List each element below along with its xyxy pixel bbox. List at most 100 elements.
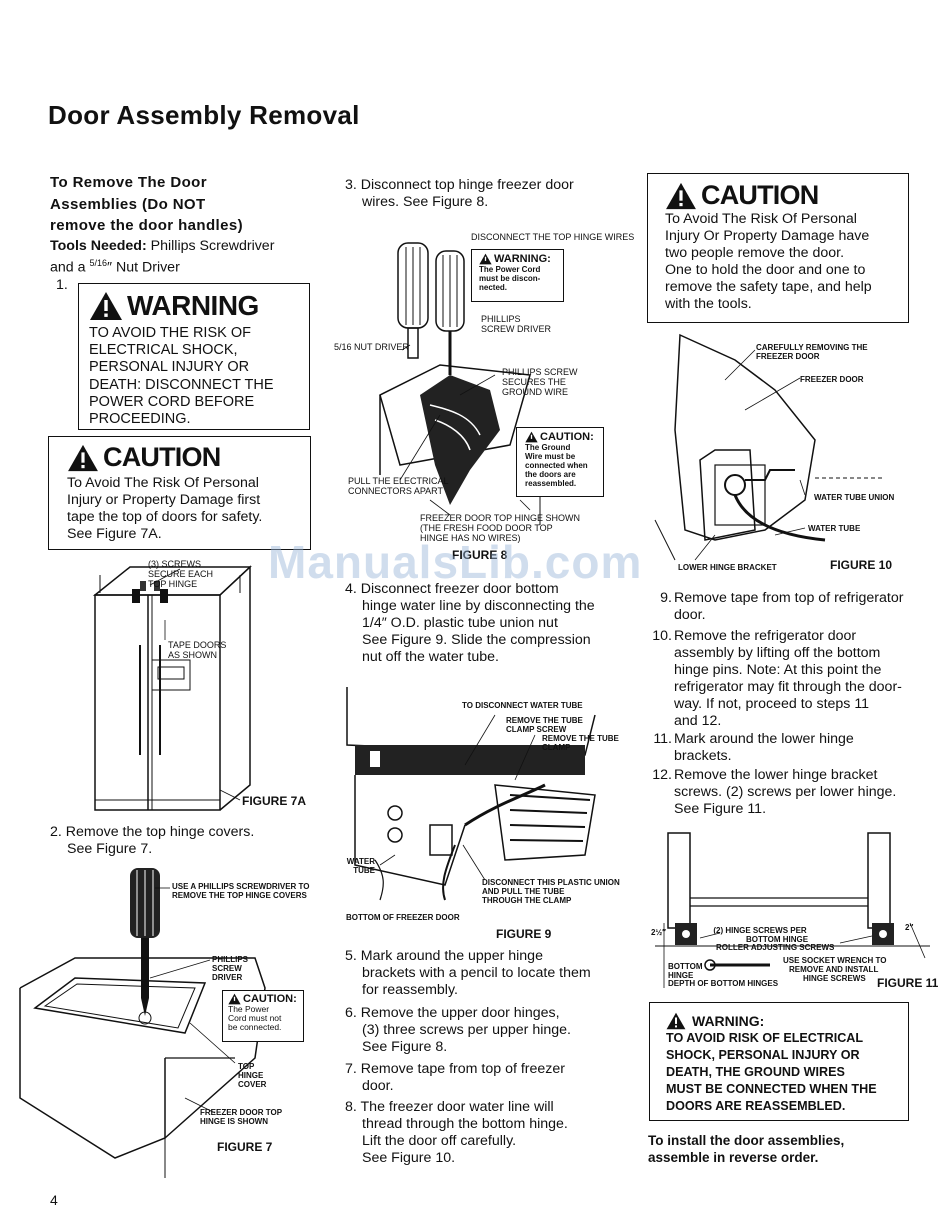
step-line: See Figure 11. [674,801,767,817]
callout-line: TOP [238,1062,255,1071]
caution-box-left: CAUTION To Avoid The Risk Of Personal In… [48,436,311,550]
fig9-callout-water: WATER TUBE [345,857,375,875]
fig8-callout-screw: PHILLIPS SCREW SECURES THE GROUND WIRE [502,367,578,397]
step-11: 11.Mark around the lower hinge brackets. [648,731,853,765]
figure-7a-illustration [92,565,252,811]
step-5: 5. Mark around the upper hinge brackets … [345,948,591,999]
figure-7-illustration [19,868,266,1178]
caution-line: Cord must not [228,1013,282,1023]
fig11-callout-socket: USE SOCKET WRENCH TO REMOVE AND INSTALL … [783,956,886,983]
step-line: 1/4″ O.D. plastic tube union nut [362,615,558,631]
callout-line: FREEZER DOOR [756,352,820,361]
warning-text: TO AVOID RISK OF ELECTRICAL SHOCK, PERSO… [666,1030,892,1115]
caution-label: CAUTION: [540,431,594,443]
callout-line: REMOVE AND INSTALL [789,965,879,974]
fig8-callout-hinge: FREEZER DOOR TOP HINGE SHOWN (THE FRESH … [420,513,580,543]
tools-text: Phillips Screwdriver [146,238,275,254]
figure-11-illustration [655,832,930,988]
step-line: thread through the bottom hinge. [362,1116,568,1132]
warning-line: MUST BE CONNECTED WHEN THE [666,1082,877,1096]
step-line: See Figure 10. [362,1150,456,1166]
tools-label: Tools Needed: [50,238,147,254]
step-line: Remove the refrigerator door [674,628,857,644]
caution-line: The Power [228,1004,270,1014]
callout-line: BOTTOM HINGE [746,935,809,944]
fig7a-callout-screws: (3) SCREWS SECURE EACH TOP HINGE [148,559,213,589]
figure-8-illustration [379,242,541,525]
step-1-number: 1. [56,276,68,293]
fig11-dim-left: 2½″ [651,928,666,937]
callout-line: SECURE EACH [148,569,214,579]
fig8-callout-pull: PULL THE ELECTRICAL CONNECTORS APART [348,476,449,496]
fig7-callout-door: FREEZER DOOR TOP HINGE IS SHOWN [200,1108,282,1126]
callout-line: HINGE SCREWS [803,974,866,983]
fig9-callout-top: TO DISCONNECT WATER TUBE [462,701,583,710]
step-line: See Figure 8. [362,1039,448,1055]
figure-9-label: FIGURE 9 [496,927,552,941]
callout-line: REMOVE THE TUBE [506,716,583,725]
step-line: 6. Remove the upper door hinges, [345,1005,560,1021]
warning-line: The Power Cord [479,265,541,274]
caution-heading: CAUTION [67,442,292,473]
fig11-callout-bottom: BOTTOM HINGE [668,962,703,980]
step-line: for reassembly. [362,982,458,998]
figure-8-label: FIGURE 8 [452,548,508,562]
caution-heading: CAUTION [665,180,891,211]
step-line: 3. Disconnect top hinge freezer door [345,177,574,193]
step-number: 10. [652,628,672,644]
subhead-line-2: Assemblies (Do NOT [50,195,206,213]
callout-line: DRIVER [212,973,243,982]
step-line: 5. Mark around the upper hinge [345,948,543,964]
fig10-callout-removing: CAREFULLY REMOVING THE FREEZER DOOR [756,343,868,361]
callout-line: (THE FRESH FOOD DOOR TOP [420,523,553,533]
callout-line: SCREW [212,964,242,973]
callout-line: HINGE IS SHOWN [200,1117,269,1126]
fig9-callout-union: DISCONNECT THIS PLASTIC UNION AND PULL T… [482,878,620,905]
callout-line: GROUND WIRE [502,387,568,397]
section-subhead: To Remove The Door Assemblies (Do NOT re… [50,172,243,237]
step-line: wires. See Figure 8. [362,194,489,210]
caution-line: To Avoid The Risk Of Personal [67,475,259,491]
fig11-callout-roller: ROLLER ADJUSTING SCREWS [716,943,835,952]
warning-triangle-icon [228,993,241,1005]
callout-line: TUBE [353,866,375,875]
step-3: 3. Disconnect top hinge freezer door wir… [345,177,574,211]
fig8-callout-phillips: PHILLIPS SCREW DRIVER [481,314,551,334]
fig7a-callout-tape: TAPE DOORS AS SHOWN [168,640,226,660]
callout-line: COVER [238,1080,267,1089]
subhead-line-1: To Remove The Door [50,174,207,191]
step-7: 7. Remove tape from top of freezer door. [345,1061,565,1095]
warning-heading: WARNING [89,290,299,322]
warning-line: DOORS ARE REASSEMBLED. [666,1099,846,1113]
warning-line: must be discon- [479,274,541,283]
callout-line: AS SHOWN [168,650,218,660]
step-line: and 12. [674,713,722,729]
step-line: brackets with a pencil to locate them [362,965,591,981]
callout-line: PHILLIPS [212,955,249,964]
fig11-dim-right: 2″ [905,923,914,932]
tools-text-2b: ″ Nut Driver [106,259,180,276]
callout-line: HINGE HAS NO WIRES) [420,533,521,543]
step-line: 7. Remove tape from top of freezer [345,1061,566,1077]
callout-line: HINGE [668,971,694,980]
warning-triangle-icon [68,444,98,471]
warning-heading: WARNING: [666,1012,892,1030]
step-line: 4. Disconnect freezer door bottom [345,581,559,597]
fig7-callout-driver: PHILLIPS SCREW DRIVER [212,955,248,982]
fig9-callout-clamp-screw: REMOVE THE TUBE CLAMP SCREW [506,716,583,734]
warning-triangle-icon [666,1012,686,1030]
caution-line: with the tools. [665,296,752,312]
warning-triangle-icon [525,431,538,443]
fig7-callout-top: USE A PHILLIPS SCREWDRIVER TO REMOVE THE… [172,882,310,900]
install-note: To install the door assemblies, assemble… [648,1132,844,1166]
fig10-callout-door: FREEZER DOOR [800,375,864,384]
step-line: Remove tape from top of refrigerator [674,590,904,606]
callout-line: (3) SCREWS [148,559,202,569]
fig10-callout-tube: WATER TUBE [808,524,861,533]
callout-line: CAREFULLY REMOVING THE [756,343,868,352]
fig8-caution-box: CAUTION: The Ground Wire must be connect… [516,427,604,497]
step-8: 8. The freezer door water line will thre… [345,1099,568,1167]
step-line: Lift the door off carefully. [362,1133,517,1149]
step-4: 4. Disconnect freezer door bottom hinge … [345,581,595,666]
caution-line: reassembled. [525,479,577,488]
